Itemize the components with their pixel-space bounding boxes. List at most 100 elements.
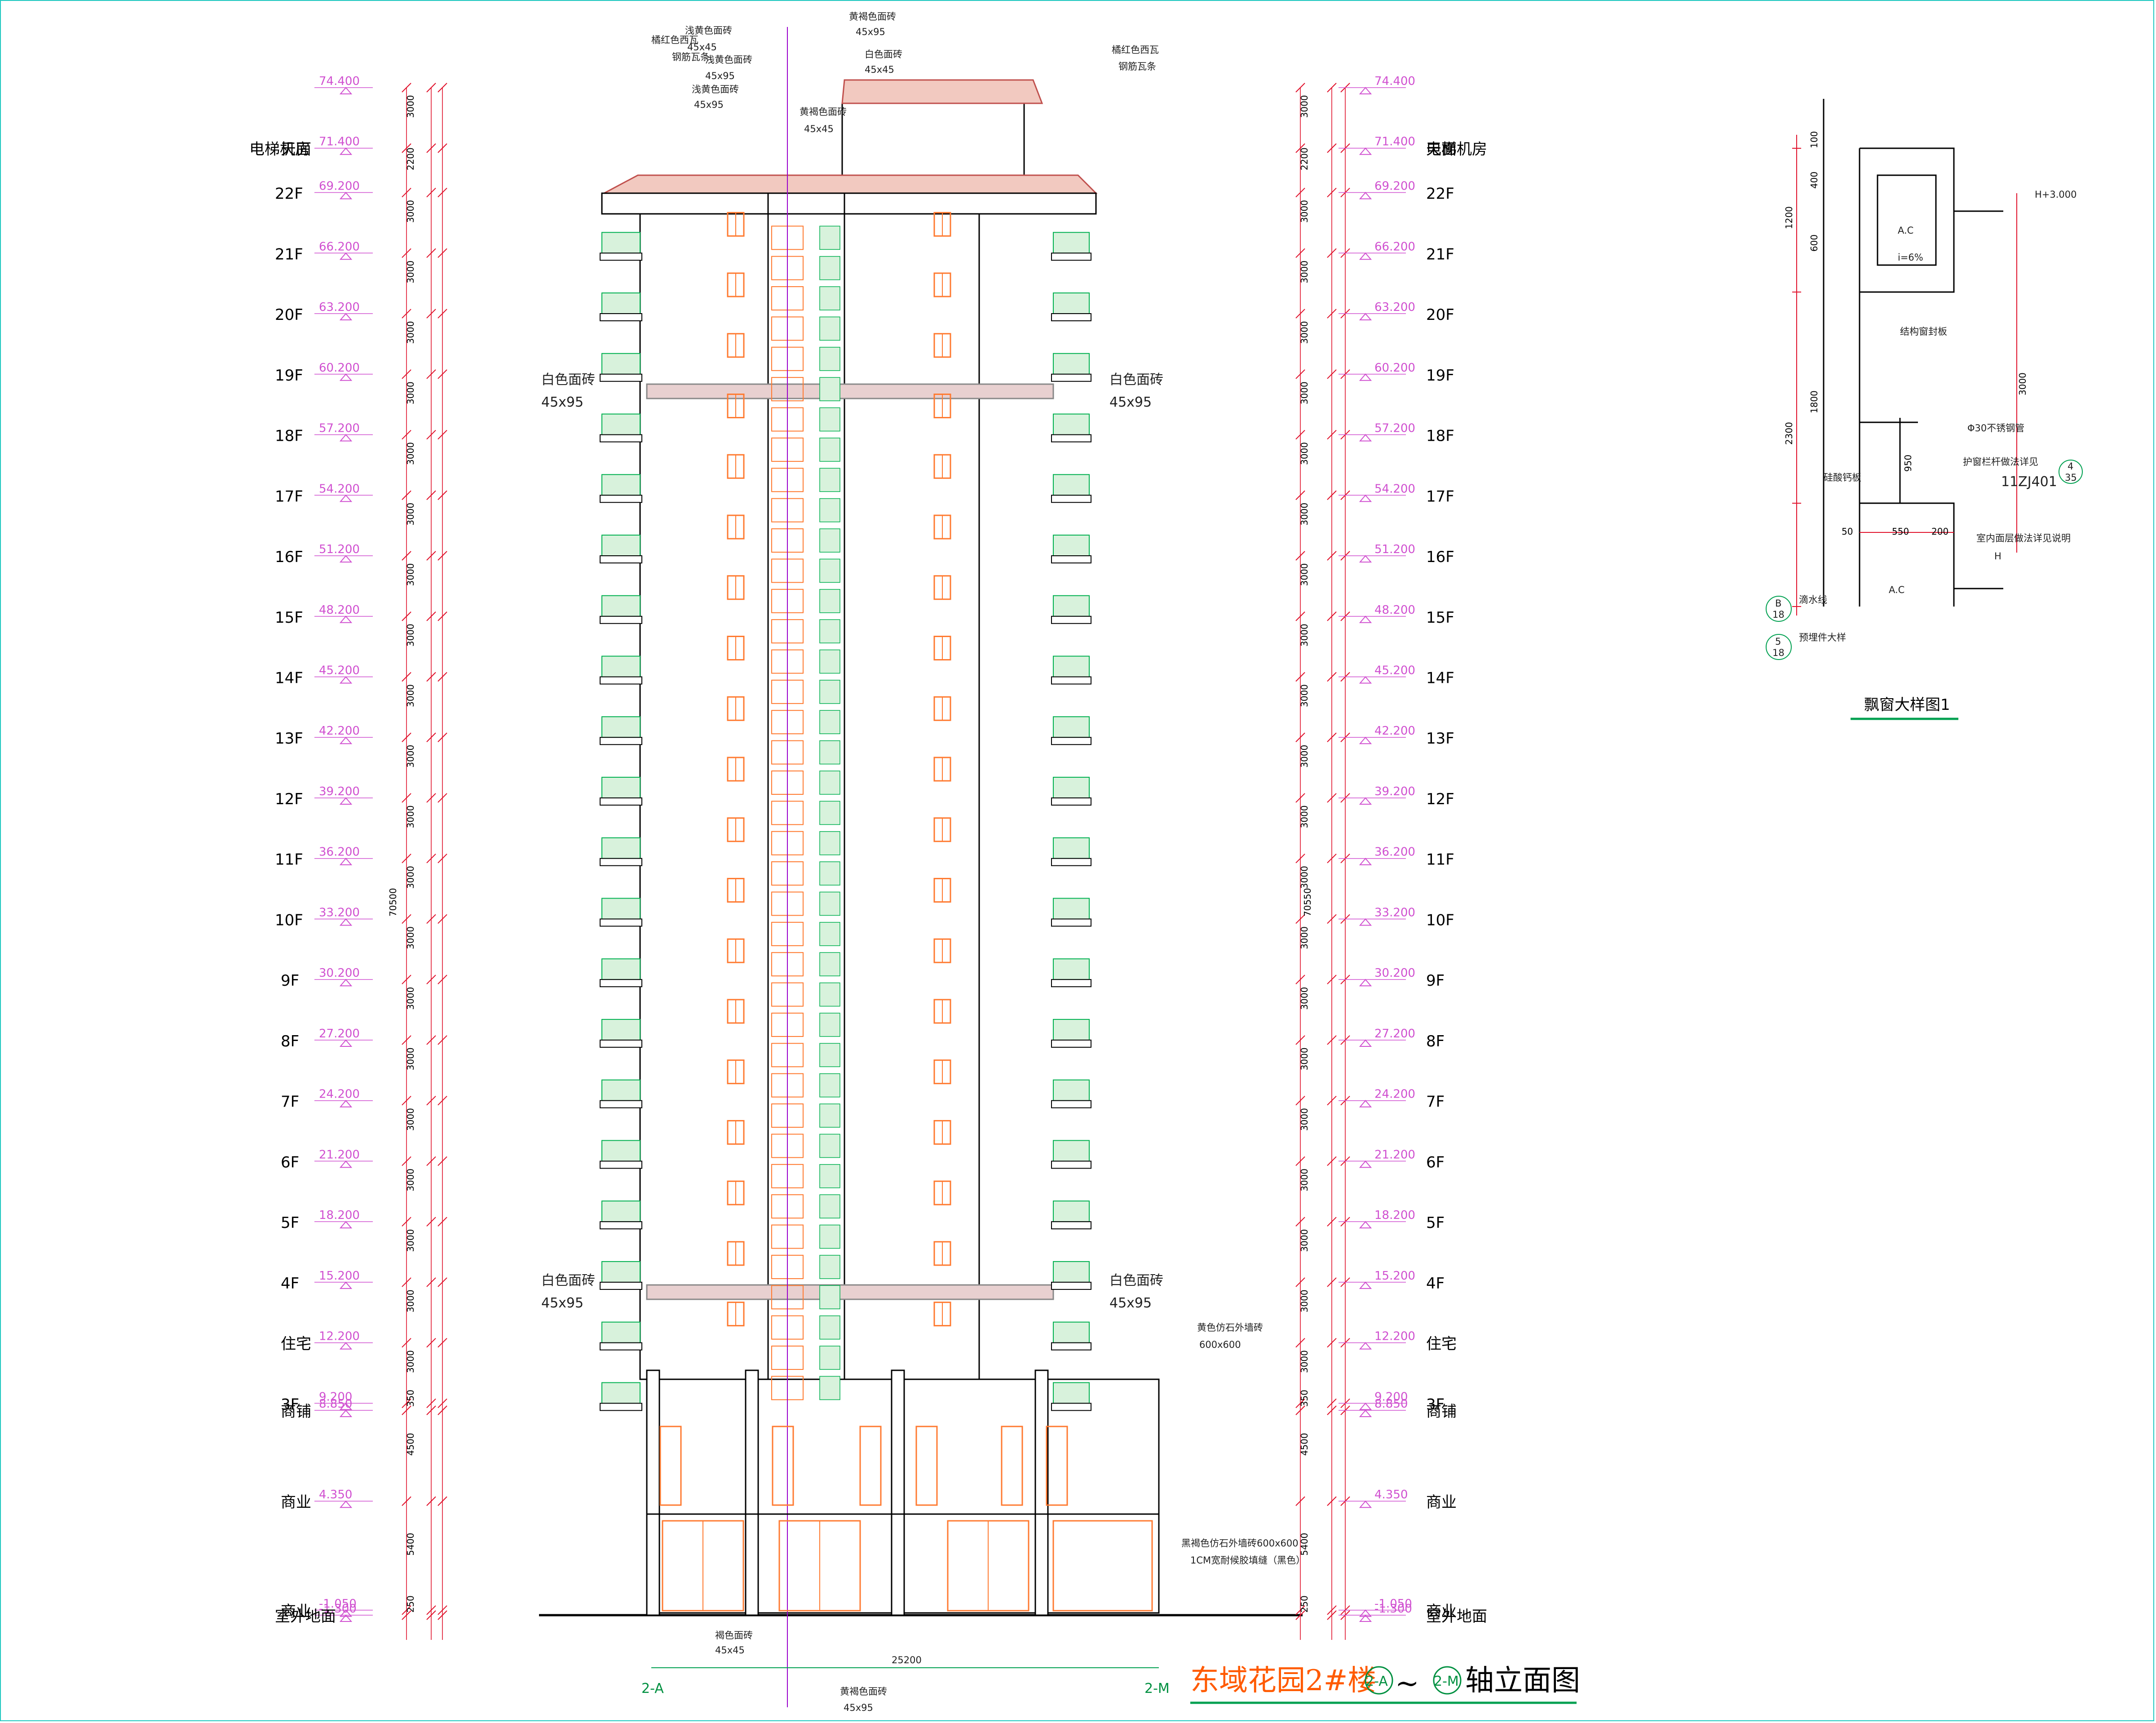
dimension-tick bbox=[1327, 1398, 1337, 1409]
floor-label-right: 10F bbox=[1426, 911, 1454, 929]
dimension-value: 250 bbox=[405, 1595, 416, 1612]
white-tile-size-4: 45x95 bbox=[1109, 1295, 1152, 1311]
dimension-tick bbox=[1295, 1496, 1305, 1506]
balcony-slab bbox=[600, 737, 642, 745]
shop-door-right bbox=[1052, 1520, 1153, 1612]
dimension-tick bbox=[402, 793, 411, 803]
balcony-slab bbox=[1051, 858, 1091, 866]
stair-rail bbox=[819, 256, 840, 280]
dimension-tick bbox=[1295, 732, 1305, 742]
column bbox=[745, 1369, 759, 1616]
bottom-tile-label: 褐色面砖 bbox=[715, 1630, 753, 1641]
balcony-rail bbox=[601, 898, 641, 920]
stair-rail bbox=[819, 438, 840, 462]
dimension-value: 3000 bbox=[405, 1047, 416, 1070]
title-axis-from: 2-A bbox=[1365, 1674, 1388, 1689]
dimension-tick bbox=[437, 309, 447, 319]
floor-label-right: 9F bbox=[1426, 972, 1445, 990]
balcony-rail bbox=[601, 1321, 641, 1343]
dimension-tick bbox=[1295, 83, 1305, 93]
floor-label-right: 14F bbox=[1426, 669, 1454, 687]
dimension-tick bbox=[426, 1338, 436, 1348]
floor-label-right: 17F bbox=[1426, 487, 1454, 505]
stair-rail bbox=[819, 377, 840, 401]
balcony-slab bbox=[1051, 1281, 1091, 1290]
floor-label-right: 22F bbox=[1426, 185, 1454, 203]
dimension-tick bbox=[1295, 369, 1305, 379]
dimension-tick bbox=[426, 1610, 436, 1620]
white-tile-45-label: 白色面砖 bbox=[865, 49, 902, 60]
balcony-rail bbox=[1053, 474, 1090, 496]
level-label-right: 4.350 bbox=[1374, 1488, 1408, 1502]
level-marker-right bbox=[1359, 192, 1372, 199]
level-label-left: 51.200 bbox=[319, 543, 360, 556]
level-label-right: 9.200 bbox=[1374, 1390, 1408, 1404]
dimension-tick bbox=[1295, 430, 1305, 440]
dimension-tick bbox=[1295, 1398, 1305, 1409]
level-label-right: -1.300 bbox=[1374, 1602, 1412, 1616]
balcony-rail bbox=[601, 1382, 641, 1404]
floor-label-right: 11F bbox=[1426, 851, 1454, 869]
stair-rail bbox=[819, 1346, 840, 1370]
title-suffix: 轴立面图 bbox=[1465, 1664, 1580, 1697]
light-yellow-tile-label: 浅黄色面砖 bbox=[685, 25, 732, 36]
dimension-tick bbox=[437, 1217, 447, 1227]
balcony-rail bbox=[1053, 232, 1090, 254]
dimension-tick bbox=[1327, 914, 1337, 924]
level-marker-right bbox=[1359, 676, 1372, 684]
detail-dim-50: 50 bbox=[1842, 526, 1853, 537]
floor-label-right: 18F bbox=[1426, 427, 1454, 445]
balcony-slab bbox=[1051, 313, 1091, 322]
stair-rail bbox=[819, 1315, 840, 1340]
dimension-tick bbox=[402, 143, 411, 153]
dimension-tick bbox=[426, 1156, 436, 1166]
level-label-left: -1.300 bbox=[319, 1602, 357, 1616]
floor-label-right: 商铺 bbox=[1426, 1403, 1457, 1421]
balcony-slab bbox=[1051, 1160, 1091, 1169]
floor-label-left: 4F bbox=[281, 1275, 299, 1293]
balcony-slab bbox=[1051, 434, 1091, 443]
level-marker-right bbox=[1359, 1281, 1372, 1289]
level-marker-right bbox=[1359, 1402, 1372, 1410]
dimension-tick bbox=[402, 1405, 411, 1415]
level-label-left: 36.200 bbox=[319, 846, 360, 859]
level-label-left: 4.350 bbox=[319, 1488, 352, 1502]
dimension-tick bbox=[1327, 1095, 1337, 1106]
balcony-rail bbox=[1053, 1382, 1090, 1404]
level-marker-left bbox=[339, 1039, 353, 1047]
balcony-rail bbox=[601, 413, 641, 435]
dimension-tick bbox=[1327, 248, 1337, 258]
dimension-tick bbox=[1327, 551, 1337, 561]
dimension-value: 3000 bbox=[1299, 866, 1310, 889]
stair-rail bbox=[819, 891, 840, 916]
dimension-tick bbox=[1295, 1217, 1305, 1227]
detail-dim-3000: 3000 bbox=[2017, 372, 2028, 395]
dimension-tick bbox=[437, 490, 447, 500]
level-label-right: 71.400 bbox=[1374, 135, 1415, 149]
floor-label-left: 电梯机房 bbox=[249, 141, 310, 159]
level-marker-left bbox=[339, 1614, 353, 1622]
level-label-right: 21.200 bbox=[1374, 1148, 1415, 1161]
column bbox=[646, 1369, 660, 1616]
level-marker-left bbox=[339, 797, 353, 805]
balcony-group bbox=[600, 232, 1091, 1411]
dimension-tick bbox=[1295, 914, 1305, 924]
dimension-tick bbox=[1295, 1338, 1305, 1348]
dimension-value: 4500 bbox=[405, 1433, 416, 1456]
dimension-value: 3000 bbox=[405, 684, 416, 707]
dimension-tick bbox=[437, 1405, 447, 1415]
stair-rail bbox=[819, 680, 840, 704]
balcony-rail bbox=[1053, 413, 1090, 435]
dimension-tick bbox=[426, 1398, 436, 1409]
level-marker-left bbox=[339, 1409, 353, 1417]
top-tile-label: 黄褐色面砖 bbox=[849, 11, 896, 22]
dimension-tick bbox=[1327, 1277, 1337, 1287]
detail-embed: 预埋件大样 bbox=[1799, 632, 1846, 643]
level-marker-left bbox=[339, 87, 353, 94]
floor-label-right: 商业 bbox=[1426, 1603, 1457, 1621]
dimension-tick bbox=[437, 914, 447, 924]
stair-rail bbox=[819, 1103, 840, 1128]
floor-label-right: 住宅 bbox=[1426, 1335, 1457, 1353]
